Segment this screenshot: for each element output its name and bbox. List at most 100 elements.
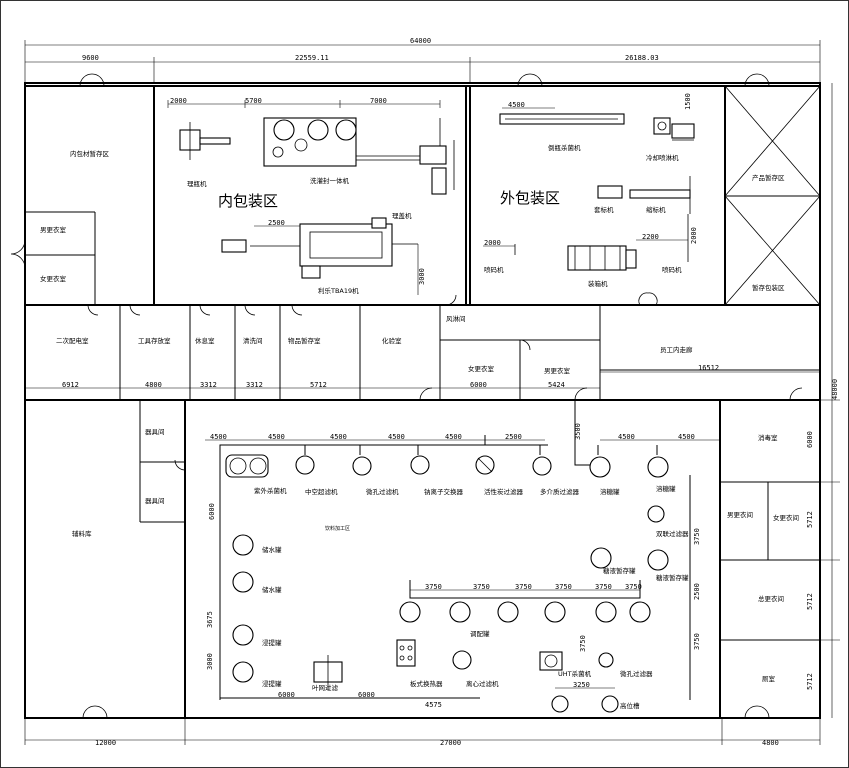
label-multi: 多介质过滤器 — [540, 487, 580, 496]
room-product-store: 产品暂存区 — [752, 173, 785, 182]
label-water-b: 储水罐 — [262, 585, 282, 594]
labeler-machine — [597, 185, 623, 199]
case-packer — [567, 245, 627, 271]
room-corridor: 员工内走廊 — [660, 345, 693, 354]
label-wash-fill-seal: 洗灌封一体机 — [310, 176, 350, 185]
label-high-tank: 高位槽 — [620, 701, 640, 710]
dim-2500: 2500 — [268, 219, 285, 227]
zone-inner-packaging: 内包装区 — [218, 192, 278, 210]
label-syrup-b: 糖液暂存罐 — [656, 573, 689, 582]
zone-outer-packaging: 外包装区 — [500, 189, 560, 207]
dim-7000: 7000 — [370, 97, 387, 105]
dim-p-4500e: 4500 — [618, 433, 635, 441]
doors — [10, 73, 803, 719]
dim-3000: 3000 — [418, 268, 426, 285]
label-ion: 钠离子交换器 — [424, 487, 464, 496]
right-dimensions: 48000 6000 5712 5712 5712 — [806, 83, 840, 718]
dim-p-2500v: 2500 — [693, 583, 701, 600]
double-filter — [647, 505, 665, 523]
room-inner-material: 内包材暂存区 — [70, 149, 110, 158]
room-labels: 内包材暂存区 男更衣室 女更衣室 二次配电室 工具存放室 休息室 清洗间 物品暂… — [40, 149, 799, 683]
dim-p-4500d: 4500 — [388, 433, 405, 441]
label-case-packer: 装箱机 — [588, 279, 608, 288]
dim-2200: 2200 — [642, 233, 659, 241]
dim-r-5712a: 5712 — [806, 511, 814, 528]
top-dimensions: 64000 9600 22559.11 26188.03 — [24, 37, 821, 83]
room-tools: 工具存放室 — [138, 336, 171, 345]
label-double-filter: 双联过滤器 — [656, 529, 689, 538]
room-aux: 辅料库 — [72, 529, 92, 538]
dim-p-3750v1: 3750 — [693, 528, 701, 545]
centrifuge — [452, 650, 472, 670]
label-cool-spray: 冷却喷淋机 — [646, 153, 679, 162]
dim-p-3750v2: 3750 — [579, 635, 587, 652]
label-shrink: 缩标机 — [646, 205, 666, 214]
dim-p-6000h: 6000 — [278, 691, 295, 699]
dim-r-5712b: 5712 — [806, 593, 814, 610]
dim-bottom-mid: 27000 — [440, 739, 461, 747]
dim-p-3000: 3000 — [206, 653, 214, 670]
mix-tank-6 — [629, 601, 651, 623]
dim-p-3750a: 3750 — [425, 583, 442, 591]
mix-tank-4 — [544, 601, 566, 623]
plate-heat-exchanger — [396, 639, 416, 667]
label-uv: 紫外杀菌机 — [254, 486, 287, 495]
syrup-tank-a — [590, 547, 612, 569]
dim-bottom-left: 12000 — [95, 739, 116, 747]
room-female-change-left: 女更衣室 — [40, 274, 67, 283]
label-jet-b: 喷码机 — [662, 265, 682, 274]
dim-top-left: 9600 — [82, 54, 99, 62]
room-male-change-right: 男更衣间 — [727, 510, 753, 519]
label-carbon: 活性炭过滤器 — [484, 487, 524, 496]
room-female-change-right: 女更衣间 — [773, 513, 799, 522]
room-air-shower: 风淋间 — [446, 314, 466, 323]
micro-filter-b — [598, 652, 614, 668]
dim-p-3750e: 3750 — [595, 583, 612, 591]
hollow-ultrafilter — [295, 455, 315, 475]
label-micro-a: 微孔过滤机 — [366, 487, 399, 496]
dim-room-4800: 4800 — [145, 381, 162, 389]
dim-p-3750b: 3750 — [473, 583, 490, 591]
soak-tank-b — [232, 661, 254, 683]
sorter-conveyor — [199, 137, 231, 145]
dim-1500: 1500 — [684, 93, 692, 110]
dim-2000c: 2000 — [690, 227, 698, 244]
dim-4500-top: 4500 — [508, 101, 525, 109]
dim-top-right: 26188.03 — [625, 54, 659, 62]
room-toilet: 厕室 — [762, 674, 776, 683]
room-goods: 物品暂存室 — [288, 336, 321, 345]
interior-walls — [25, 85, 821, 718]
dim-r-5712c: 5712 — [806, 673, 814, 690]
tetra-tba19-machine — [299, 223, 393, 267]
high-tank-b — [601, 695, 619, 713]
room-female-change-mid: 女更衣室 — [468, 364, 495, 373]
label-centrifuge: 离心过滤机 — [466, 679, 499, 688]
mix-tank-2 — [449, 601, 471, 623]
dim-p-6000h2: 6000 — [358, 691, 375, 699]
soak-tank-a — [232, 624, 254, 646]
room-disinfect: 消毒室 — [758, 433, 778, 442]
dim-r-6000: 6000 — [806, 431, 814, 448]
multimedia-filter — [532, 456, 552, 476]
dim-top-mid: 22559.11 — [295, 54, 329, 62]
dim-p-4575: 4575 — [425, 701, 442, 709]
dim-p-2500: 2500 — [505, 433, 522, 441]
process-area-label: 饮料加工区 — [325, 525, 350, 532]
outer-packaging-equipment: 4500 倒瓶杀菌机 1500 冷却喷淋机 套标机 缩标机 2000 喷码机 装… — [483, 93, 698, 288]
label-mix: 调配罐 — [470, 629, 490, 638]
cap-sorter — [419, 145, 447, 165]
dim-p-6000v: 6000 — [208, 503, 216, 520]
label-sugar-b: 溶糖罐 — [656, 484, 676, 493]
room-wash: 清洗间 — [243, 336, 263, 345]
label-cap-sorter: 理盖机 — [392, 211, 412, 220]
mix-tank-1 — [399, 601, 421, 623]
bottom-dimensions: 12000 27000 4800 — [24, 718, 821, 747]
ion-exchanger — [410, 455, 430, 475]
uv-sterilizer — [225, 454, 269, 478]
syrup-tank-b — [647, 549, 669, 571]
dim-p-4500b: 4500 — [268, 433, 285, 441]
cool-spray-unit — [653, 117, 671, 135]
dim-p-3500: 3500 — [574, 423, 582, 440]
room-lab: 化验室 — [382, 336, 402, 345]
